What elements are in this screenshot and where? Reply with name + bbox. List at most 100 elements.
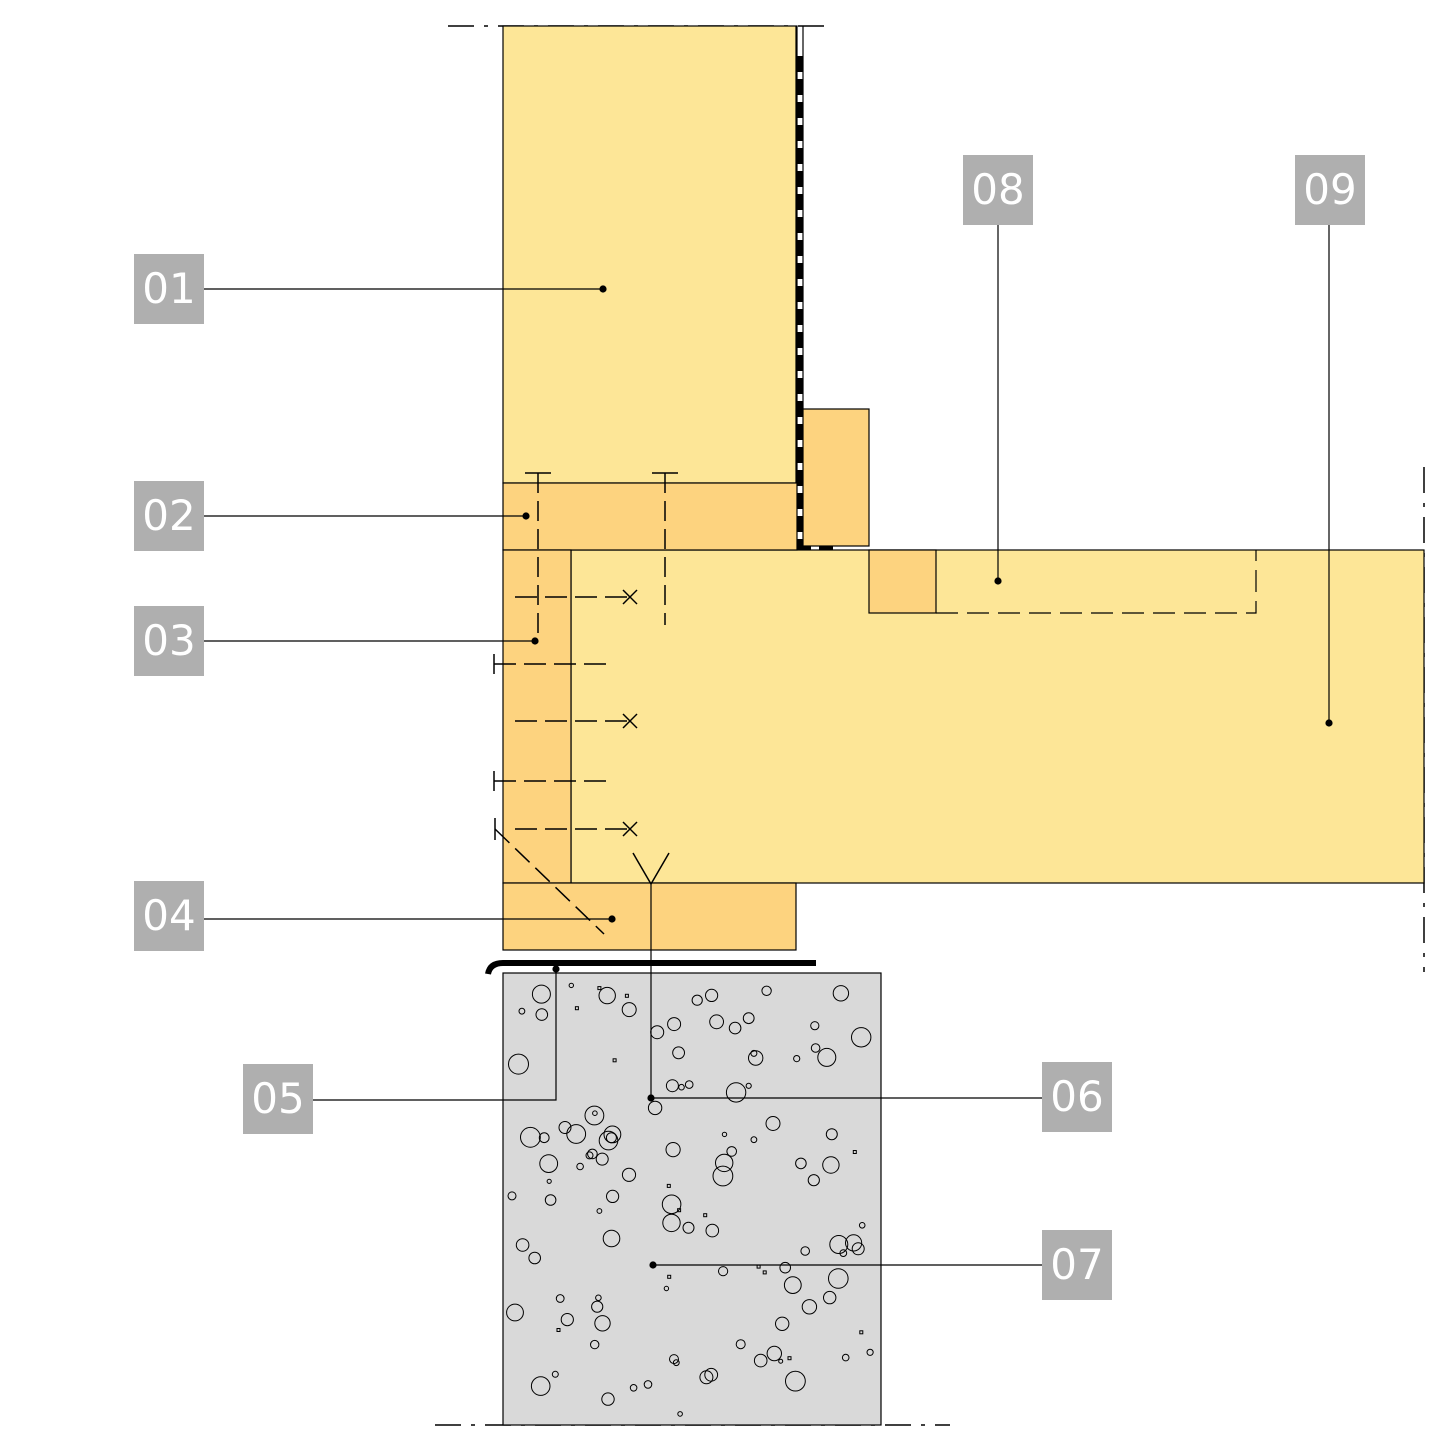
aggregate-particle	[765, 1116, 781, 1131]
aggregate-particle	[520, 1126, 541, 1148]
aggregate-particle	[515, 1238, 530, 1252]
aggregate-particle	[558, 1121, 572, 1134]
aggregate-particle	[556, 1328, 561, 1332]
aggregate-particle	[677, 1208, 682, 1213]
aggregate-particle	[602, 1229, 621, 1248]
membrane-strip	[795, 26, 838, 551]
aggregate-particle	[539, 1154, 559, 1173]
tag-05-text: 05	[251, 1074, 304, 1123]
aggregate-particle	[684, 1080, 694, 1089]
aggregate-particle	[585, 1151, 594, 1160]
aggregate-particle	[725, 1082, 747, 1103]
tag-09-text: 09	[1303, 165, 1356, 214]
leader-lines	[204, 225, 1330, 1266]
aggregate-particle	[531, 984, 551, 1004]
aggregate-particle	[667, 1274, 672, 1279]
batten-block	[802, 408, 870, 547]
aggregate-particle	[825, 1128, 838, 1141]
screw-rim-2	[493, 771, 608, 791]
aggregate-particle	[691, 994, 703, 1006]
aggregate-particle	[779, 1261, 792, 1274]
aggregate-particle	[851, 1027, 872, 1048]
fasteners	[493, 472, 678, 935]
tag-01-text: 01	[142, 264, 195, 313]
aggregate-particle	[735, 1339, 746, 1350]
aggregate-particle	[672, 1359, 680, 1367]
aggregate-particle	[866, 1348, 874, 1356]
aggregate-particle	[546, 1178, 552, 1184]
aggregate-particle	[594, 1315, 611, 1332]
screw-diagonal	[494, 818, 605, 935]
tag-02-text: 02	[142, 491, 195, 540]
sole-plate	[502, 882, 797, 951]
aggregate-particle	[665, 1079, 679, 1093]
aggregate-particle	[595, 1294, 602, 1302]
aggregate-particle	[807, 1174, 820, 1187]
aggregate-particle	[629, 1384, 638, 1392]
aggregate-particle	[709, 1014, 724, 1030]
aggregate-particle	[810, 1021, 820, 1031]
aggregate-particle	[591, 1300, 604, 1313]
aggregate-particle	[793, 1055, 801, 1063]
concrete-foundation	[502, 972, 882, 1426]
aggregate-particle	[643, 1380, 653, 1389]
aggregate-particle	[508, 1053, 529, 1075]
aggregate-particle	[859, 1330, 864, 1335]
wall-panel	[502, 25, 798, 484]
aggregate-particle	[612, 1058, 617, 1063]
tag-06: 06	[1042, 1062, 1112, 1132]
leader-05	[313, 969, 557, 1101]
aggregate-particle	[766, 1345, 782, 1362]
tag-01: 01	[134, 254, 204, 324]
aggregate-particle	[672, 1046, 685, 1060]
aggregate-particle	[665, 1142, 681, 1158]
aggregate-particle	[667, 1017, 682, 1032]
aggregate-particle	[587, 1148, 598, 1160]
leader-dots	[522, 285, 1333, 1269]
aggregate-particle	[555, 1294, 565, 1303]
nail-rim-3	[515, 821, 638, 837]
aggregate-particle	[787, 1356, 792, 1361]
aggregate-particle	[783, 1276, 802, 1294]
aggregate-particle	[704, 1367, 719, 1382]
aggregate-particle	[566, 1124, 587, 1144]
floor-panel	[570, 549, 1425, 884]
aggregate-particle	[597, 986, 602, 991]
aggregate-particle	[750, 1136, 758, 1144]
concrete-aggregate	[506, 982, 874, 1417]
tag-08-text: 08	[971, 165, 1024, 214]
aggregate-particle	[507, 1191, 517, 1201]
aggregate-particle	[785, 1370, 806, 1392]
nail-rim-1	[515, 589, 638, 605]
screw-top-plate-1	[525, 472, 551, 640]
aggregate-particle	[584, 1105, 605, 1126]
aggregate-particle	[728, 1021, 742, 1035]
aggregate-particle	[753, 1353, 768, 1368]
aggregate-particle	[852, 1150, 857, 1154]
aggregate-particle	[822, 1156, 840, 1174]
aggregate-particle	[851, 1242, 865, 1256]
aggregate-particle	[801, 1299, 818, 1315]
aggregate-particle	[544, 1194, 557, 1206]
aggregate-particle	[810, 1043, 821, 1053]
aggregate-particle	[829, 1235, 849, 1254]
aggregate-particle	[705, 1223, 720, 1238]
aggregate-particle	[677, 1411, 683, 1417]
aggregate-particle	[703, 1213, 708, 1218]
aggregate-particle	[845, 1234, 863, 1252]
damp-proof-course	[485, 960, 816, 975]
aggregate-particle	[742, 1012, 755, 1025]
aggregate-particle	[560, 1313, 574, 1327]
aggregate-particle	[705, 988, 719, 1003]
aggregate-particle	[601, 1392, 615, 1406]
aggregate-particle	[624, 993, 629, 998]
aggregate-particle	[535, 1008, 549, 1021]
screw-top-plate-2	[652, 472, 678, 625]
callout-tags: 01 02 03 04 05 06 07 08	[134, 155, 1365, 1300]
aggregate-particle	[606, 1189, 620, 1204]
aggregate-particle	[663, 1285, 670, 1292]
nail-rim-2	[515, 713, 638, 729]
aggregate-particle	[669, 1354, 679, 1365]
aggregate-particle	[682, 1221, 695, 1234]
